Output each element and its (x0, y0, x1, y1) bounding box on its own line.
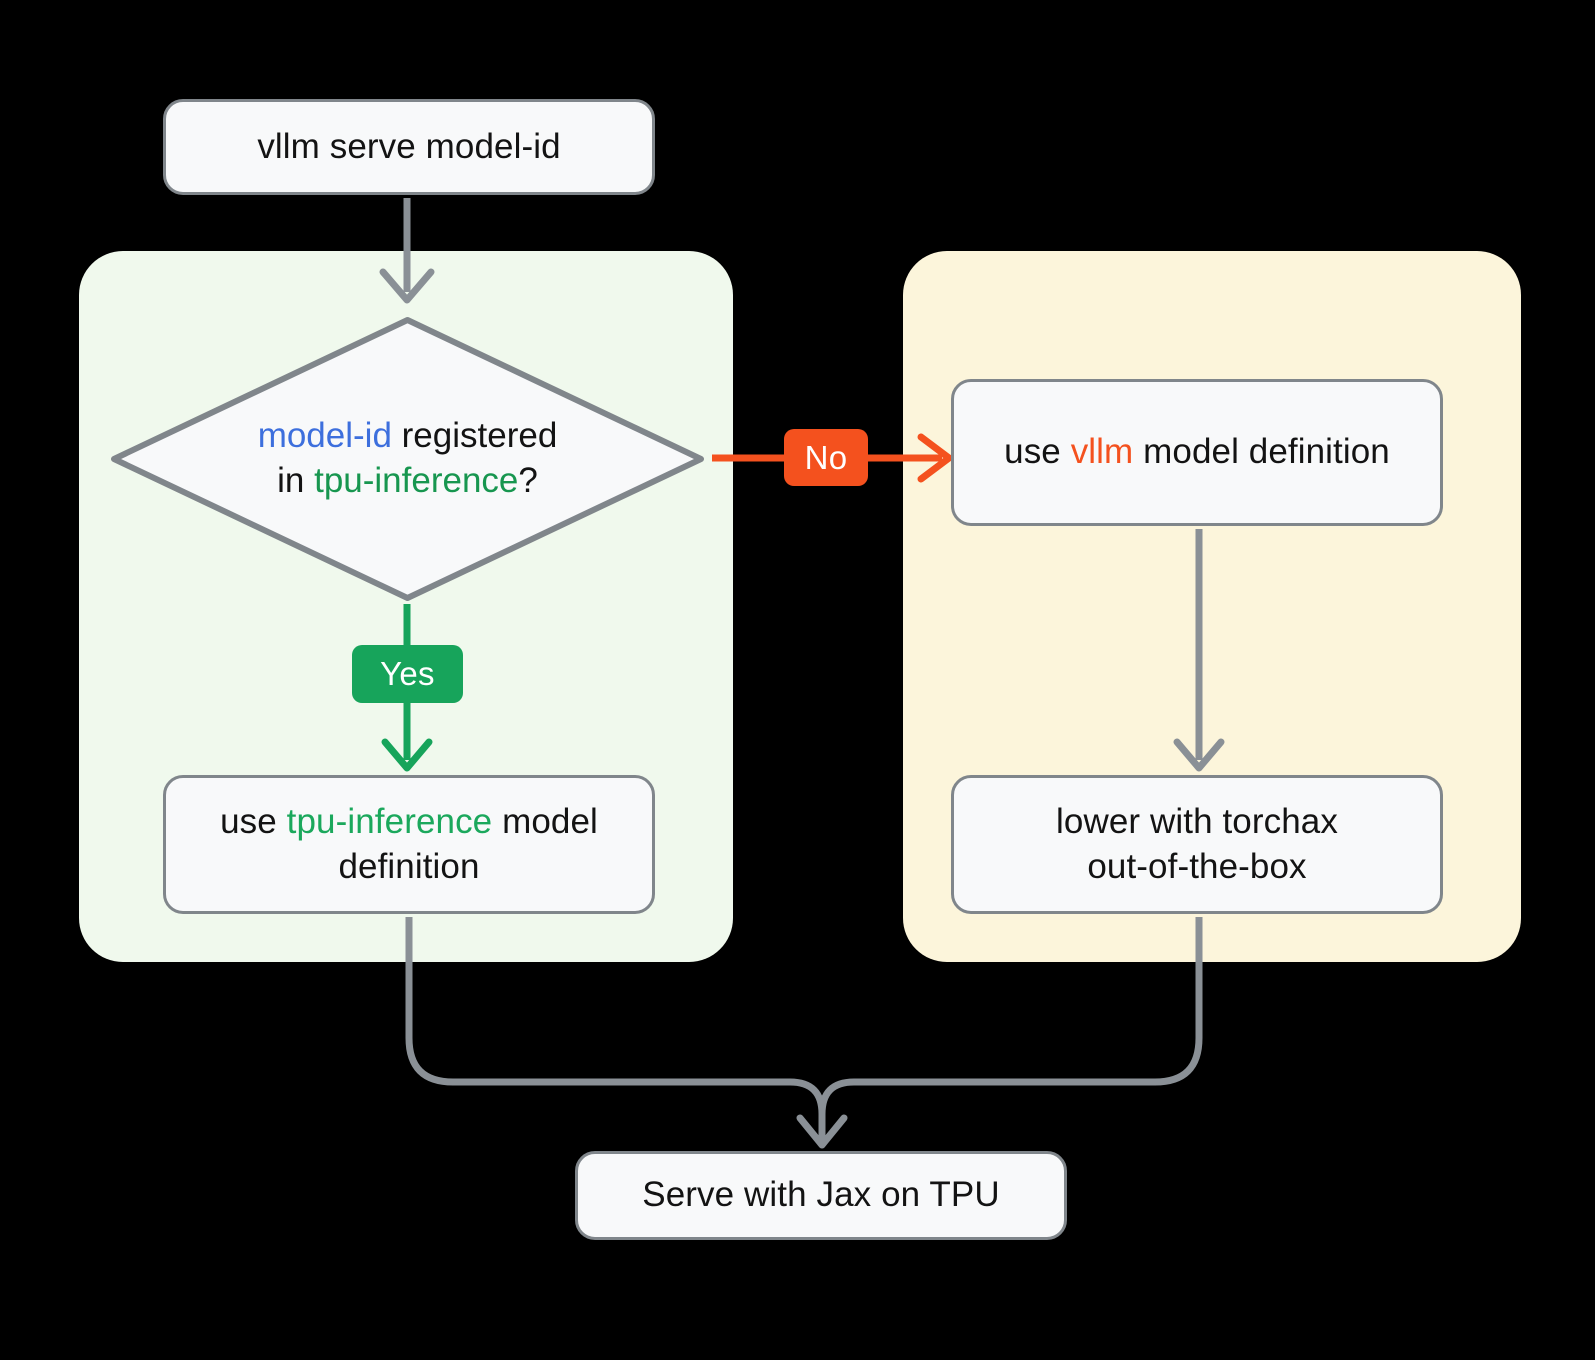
tpu-post: model definition (338, 801, 598, 886)
node-torchax[interactable]: lower with torchax out-of-the-box (951, 775, 1443, 914)
edge-label-yes-text: Yes (380, 655, 435, 692)
node-tpu-model-definition[interactable]: use tpu-inference model definition (163, 775, 655, 914)
decision-token-tpu-inference: tpu-inference (314, 461, 519, 500)
node-vllm-label: use vllm model definition (1004, 430, 1390, 475)
vllm-post: model definition (1133, 432, 1390, 472)
vllm-token: vllm (1070, 432, 1134, 472)
node-serve-label: Serve with Jax on TPU (642, 1175, 1000, 1215)
node-start-label: vllm serve model-id (257, 126, 561, 166)
torchax-line1: lower with torchax (1056, 801, 1338, 841)
diamond-shape (111, 317, 704, 601)
tpu-token: tpu-inference (286, 801, 493, 841)
decision-line1-post: registered (391, 416, 558, 456)
node-torchax-label: lower with torchax out-of-the-box (1056, 800, 1338, 890)
node-decision-label: model-id registered in tpu-inference? (110, 316, 705, 602)
node-decision[interactable]: model-id registered in tpu-inference? (110, 316, 705, 602)
torchax-line2: out-of-the-box (1087, 846, 1307, 886)
node-serve[interactable]: Serve with Jax on TPU (575, 1151, 1067, 1240)
decision-token-model-id: model-id (257, 416, 392, 456)
node-start[interactable]: vllm serve model-id (163, 99, 655, 195)
decision-line2-post: ? (518, 461, 538, 500)
node-tpu-label: use tpu-inference model definition (180, 800, 638, 890)
edge-label-no-text: No (804, 438, 848, 476)
edge-label-no: No (784, 429, 868, 486)
decision-line2-pre: in (277, 461, 315, 500)
edge-label-yes: Yes (352, 645, 463, 703)
vllm-pre: use (1004, 432, 1071, 472)
node-vllm-model-definition[interactable]: use vllm model definition (951, 379, 1443, 526)
tpu-pre: use (220, 801, 287, 841)
